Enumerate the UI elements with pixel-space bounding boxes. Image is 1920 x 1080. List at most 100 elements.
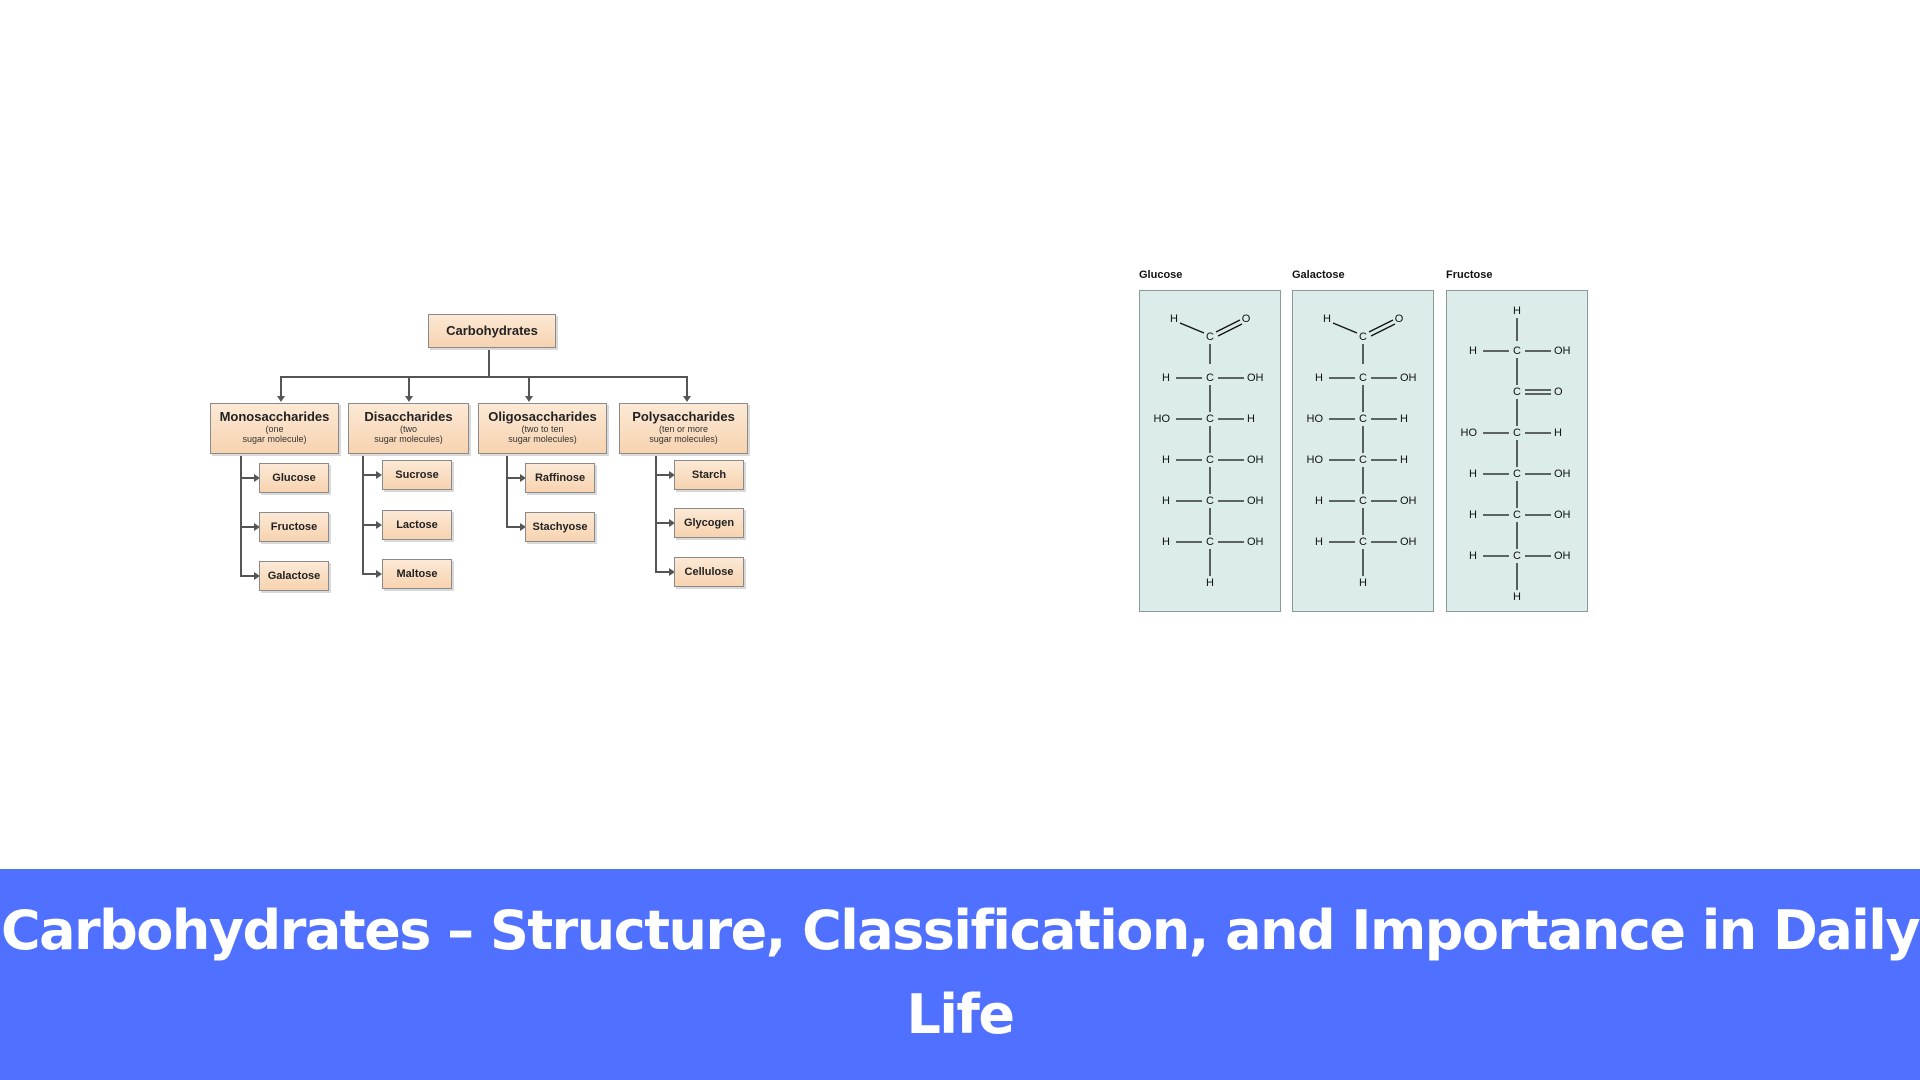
substituent-right: OH <box>1554 468 1571 480</box>
leaf-lactose: Lactose <box>382 510 452 540</box>
arrow-right-icon <box>520 474 526 482</box>
substituent-right: OH <box>1554 550 1571 562</box>
substituent-right: H <box>1554 427 1562 439</box>
category-polysaccharides: Polysaccharides (ten or more sugar molec… <box>619 403 748 454</box>
structure-label-glucose: Glucose <box>1139 269 1183 281</box>
connector-line <box>506 477 524 479</box>
connector-line <box>280 376 282 396</box>
connector-line <box>408 376 410 396</box>
category-desc: sugar molecule) <box>242 434 307 444</box>
substituent-right: OH <box>1554 509 1571 521</box>
connector-line <box>655 522 673 524</box>
substituent-right: OH <box>1247 454 1264 466</box>
category-label: Monosaccharides <box>219 409 330 424</box>
connector-line <box>506 526 524 528</box>
connector-line <box>240 526 258 528</box>
leaf-starch: Starch <box>674 460 744 490</box>
substituent-left: H <box>1469 509 1477 521</box>
leaf-fructose: Fructose <box>259 512 329 542</box>
substituent-left: HO <box>1307 413 1324 425</box>
carbon-atom: C <box>1206 372 1214 384</box>
leaf-cellulose: Cellulose <box>674 557 744 587</box>
connector-line <box>362 524 380 526</box>
root-node: Carbohydrates <box>428 314 556 348</box>
substituent-left: H <box>1315 372 1323 384</box>
hydrogen-atom: H <box>1170 313 1178 325</box>
leaf-glycogen: Glycogen <box>674 508 744 538</box>
substituent-right: OH <box>1554 345 1571 357</box>
arrow-right-icon <box>376 521 382 529</box>
connector-line <box>362 573 380 575</box>
page-title: Carbohydrates – Structure, Classificatio… <box>0 898 1920 1046</box>
arrow-right-icon <box>669 471 675 479</box>
leaf-galactose: Galactose <box>259 561 329 591</box>
category-label: Polysaccharides <box>632 409 735 424</box>
hydrogen-atom: H <box>1323 313 1331 325</box>
connector-line <box>528 376 530 396</box>
substituent-left: H <box>1469 345 1477 357</box>
substituent-left: HO <box>1461 427 1478 439</box>
leaf-raffinose: Raffinose <box>525 463 595 493</box>
bond-line <box>1217 323 1243 337</box>
connector-line <box>280 376 688 378</box>
arrow-down-icon <box>683 396 691 402</box>
category-oligosaccharides: Oligosaccharides (two to ten sugar molec… <box>478 403 607 454</box>
substituent-left: H <box>1315 495 1323 507</box>
hydrogen-atom: H <box>1359 577 1367 589</box>
connector-line <box>362 474 380 476</box>
bond-line <box>1215 319 1241 333</box>
hydrogen-atom: H <box>1513 305 1521 317</box>
arrow-right-icon <box>254 523 260 531</box>
arrow-right-icon <box>669 519 675 527</box>
arrow-down-icon <box>405 396 413 402</box>
leaf-maltose: Maltose <box>382 559 452 589</box>
arrow-down-icon <box>525 396 533 402</box>
category-desc: (ten or more <box>658 424 709 434</box>
connector-line <box>655 474 673 476</box>
substituent-left: H <box>1162 372 1170 384</box>
category-desc: (one <box>265 424 284 434</box>
title-banner: Carbohydrates – Structure, Classificatio… <box>0 869 1920 1080</box>
category-desc: sugar molecules) <box>508 434 577 444</box>
carbon-atom: C <box>1206 454 1214 466</box>
category-disaccharides: Disaccharides (two sugar molecules) <box>348 403 469 454</box>
substituent-right: H <box>1400 454 1408 466</box>
connector-line <box>240 477 258 479</box>
substituent-right: OH <box>1247 536 1264 548</box>
carbon-atom: C <box>1359 331 1367 343</box>
leaf-glucose: Glucose <box>259 463 329 493</box>
carbon-atom: C <box>1359 372 1367 384</box>
category-desc: (two to ten <box>521 424 564 434</box>
arrow-down-icon <box>277 396 285 402</box>
monosaccharide-structures: Glucose Galactose Fructose <box>1130 260 1610 620</box>
substituent-right: OH <box>1247 372 1264 384</box>
carbon-atom: C <box>1359 495 1367 507</box>
connector-line <box>655 571 673 573</box>
category-label: Disaccharides <box>364 409 453 424</box>
substituent-left: HO <box>1154 413 1171 425</box>
structure-label-galactose: Galactose <box>1292 269 1345 281</box>
substituent-left: H <box>1469 468 1477 480</box>
carbon-atom: C <box>1206 331 1214 343</box>
substituent-left: H <box>1162 454 1170 466</box>
carbon-atom: C <box>1206 536 1214 548</box>
category-desc: (two <box>399 424 417 434</box>
substituent-left: HO <box>1307 454 1324 466</box>
substituent-right: OH <box>1400 536 1417 548</box>
oxygen-atom: O <box>1554 386 1563 398</box>
connector-line <box>506 454 508 527</box>
structure-label-fructose: Fructose <box>1446 269 1493 281</box>
category-desc: sugar molecules) <box>374 434 443 444</box>
arrow-right-icon <box>254 572 260 580</box>
carbon-atom: C <box>1359 536 1367 548</box>
leaf-sucrose: Sucrose <box>382 460 452 490</box>
category-monosaccharides: Monosaccharides (one sugar molecule) <box>210 403 339 454</box>
bond-line <box>1368 319 1394 333</box>
carbohydrate-classification-diagram: Carbohydrates Monosaccharides (one sugar… <box>0 0 960 870</box>
substituent-left: H <box>1315 536 1323 548</box>
carbon-atom: C <box>1206 413 1214 425</box>
